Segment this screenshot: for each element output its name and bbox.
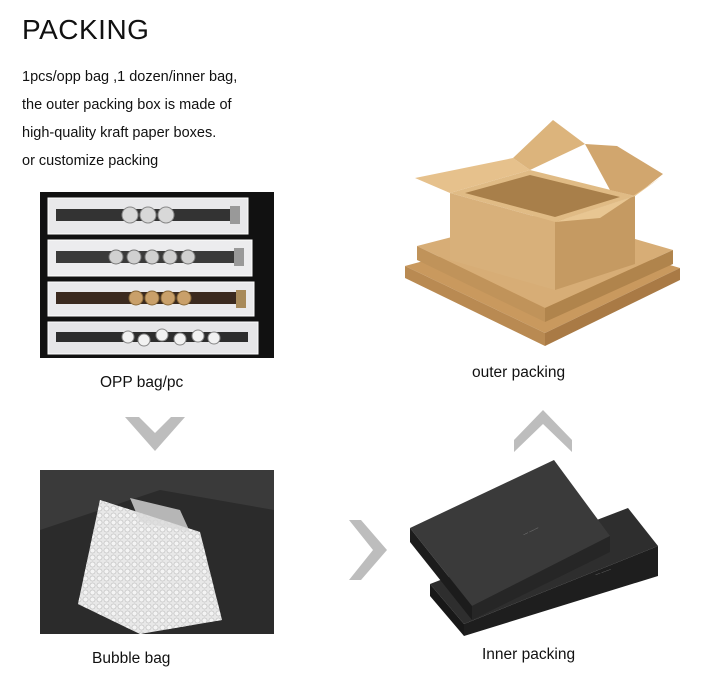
description-line-3: high-quality kraft paper boxes. bbox=[22, 125, 217, 141]
opp-bag-photo bbox=[40, 192, 274, 358]
outer-packing-photo bbox=[395, 118, 685, 358]
chevron-up-icon bbox=[514, 410, 572, 452]
caption-opp-bag: OPP bag/pc bbox=[100, 374, 184, 391]
page-title: PACKING bbox=[22, 14, 150, 45]
svg-text:— ——: — —— bbox=[595, 567, 612, 578]
description-line-1: 1pcs/opp bag ,1 dozen/inner bag, bbox=[22, 69, 238, 85]
bubble-bag-photo bbox=[40, 470, 274, 634]
caption-inner-packing: Inner packing bbox=[482, 646, 576, 663]
description-line-2: the outer packing box is made of bbox=[22, 97, 232, 113]
inner-packing-photo: — —— — —— bbox=[400, 456, 668, 636]
chevron-down-icon bbox=[125, 417, 185, 451]
chevron-right-icon bbox=[349, 520, 387, 580]
description-line-4: or customize packing bbox=[22, 153, 159, 169]
caption-bubble-bag: Bubble bag bbox=[92, 650, 171, 667]
caption-outer-packing: outer packing bbox=[472, 364, 566, 381]
